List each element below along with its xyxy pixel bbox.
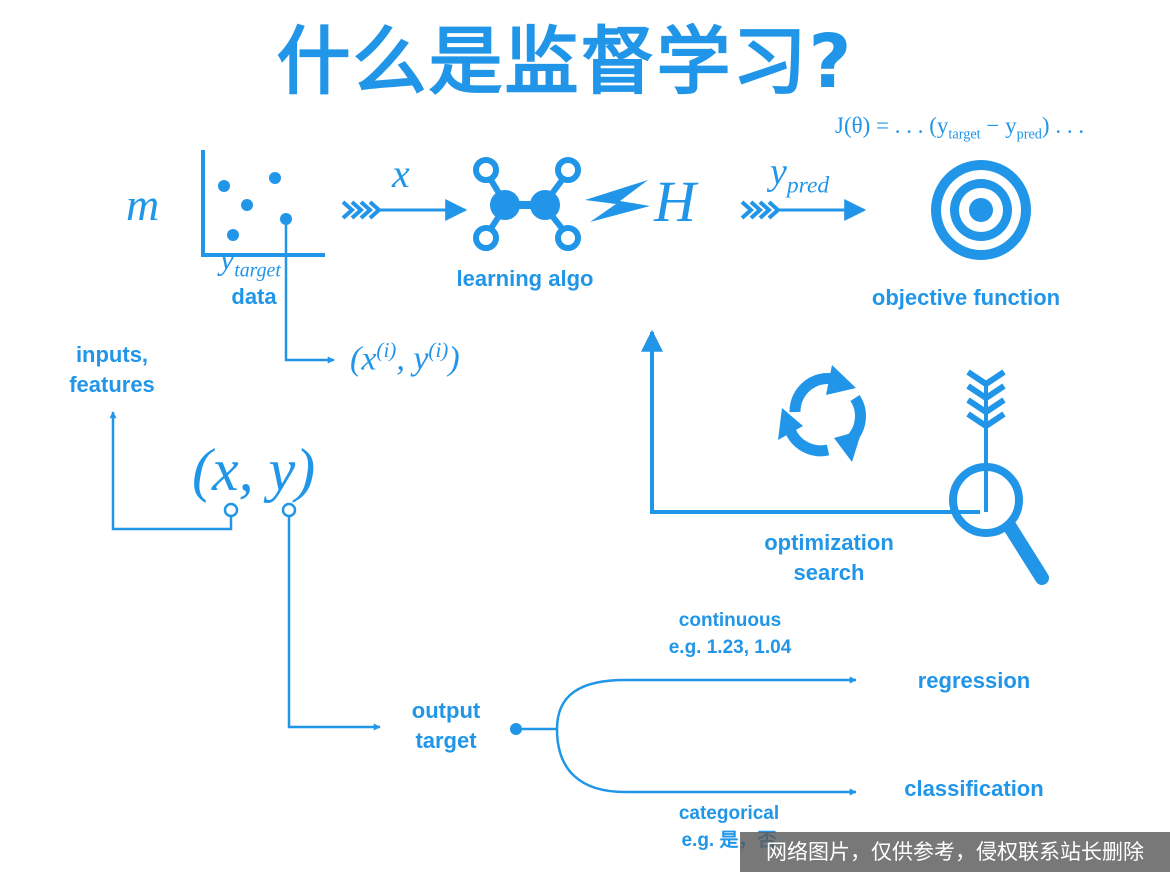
xy-pair-symbol: (x, y) xyxy=(192,437,316,503)
objective-function-label: objective function xyxy=(871,285,1061,310)
hypothesis-symbol: H xyxy=(654,169,696,234)
learning-algo-label: learning algo xyxy=(456,266,594,291)
network-icon xyxy=(473,157,581,251)
y-target-symbol: ytarget xyxy=(220,240,281,282)
sample-pair-symbol: (x(i), y(i)) xyxy=(350,338,460,378)
classification-label: classification xyxy=(904,776,1044,801)
x-symbol: x xyxy=(392,151,410,196)
watermark-banner: 网络图片，仅供参考，侵权联系站长删除 xyxy=(740,832,1170,872)
output-branch xyxy=(510,676,857,796)
data-to-algo-arrow xyxy=(341,199,468,221)
m-symbol: m xyxy=(126,179,160,230)
scatter-plot-icon xyxy=(201,150,325,257)
arrow-feather-icon xyxy=(966,369,1006,512)
objective-formula: J(θ) = . . . (ytarget − ypred) . . . xyxy=(835,113,1085,143)
optimization-search-label: optimization search xyxy=(764,530,894,585)
y-pred-symbol: ypred xyxy=(770,151,830,199)
data-to-pair-connector xyxy=(284,225,335,364)
continuous-label: continuous e.g. 1.23, 1.04 xyxy=(668,610,792,658)
data-label: data xyxy=(231,284,277,309)
x-to-inputs-connector xyxy=(109,411,233,531)
page-title: 什么是监督学习? xyxy=(276,19,854,105)
refresh-icon-arrowheads xyxy=(778,365,862,462)
output-target-label: output target xyxy=(411,698,481,753)
target-icon xyxy=(931,160,1031,260)
magnifier-icon xyxy=(949,463,1049,585)
y-to-output-connector xyxy=(287,516,381,731)
inputs-features-label: inputs, features xyxy=(69,342,155,397)
h-to-objective-arrow xyxy=(740,199,867,221)
optimization-feedback-line xyxy=(641,329,980,514)
lightning-icon xyxy=(585,180,650,222)
regression-label: regression xyxy=(917,668,1031,693)
